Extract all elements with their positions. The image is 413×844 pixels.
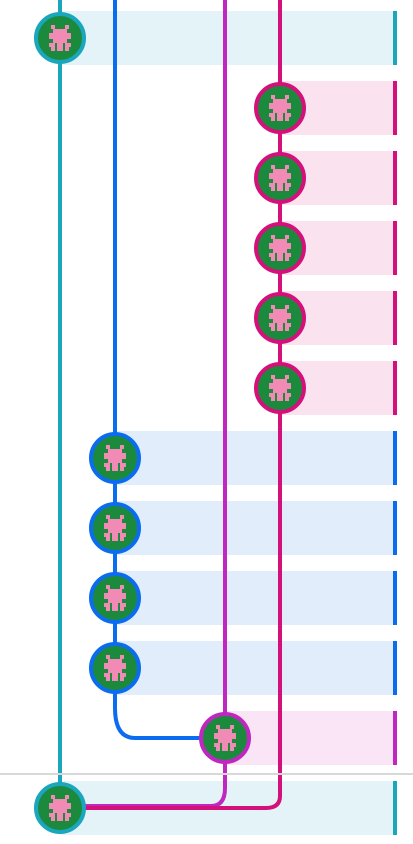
commit-row-accent	[393, 641, 397, 695]
commit-row-highlight[interactable]	[115, 431, 395, 485]
commit-row-accent	[393, 361, 397, 415]
commit-row-highlight[interactable]	[60, 11, 395, 65]
branch-line-magenta	[58, 0, 282, 810]
commit-avatar[interactable]	[89, 432, 141, 484]
commit-avatar[interactable]	[89, 572, 141, 624]
commit-row-accent	[393, 291, 397, 345]
commit-row-accent	[393, 571, 397, 625]
commit-avatar[interactable]	[254, 362, 306, 414]
commit-avatar[interactable]	[89, 642, 141, 694]
commit-row-highlight[interactable]	[115, 501, 395, 555]
commit-row-accent	[393, 221, 397, 275]
commit-avatar[interactable]	[254, 222, 306, 274]
commit-row-highlight[interactable]	[115, 641, 395, 695]
commit-row-highlight[interactable]	[115, 571, 395, 625]
commit-row-accent	[393, 81, 397, 135]
row-separator	[0, 773, 413, 775]
commit-row-accent	[393, 431, 397, 485]
commit-avatar[interactable]	[199, 712, 251, 764]
commit-row-accent	[393, 711, 397, 765]
commit-row-accent	[393, 11, 397, 65]
commit-avatar[interactable]	[89, 502, 141, 554]
commit-row-accent	[393, 781, 397, 835]
commit-row-highlight[interactable]	[225, 711, 395, 765]
commit-avatar[interactable]	[34, 782, 86, 834]
commit-avatar[interactable]	[34, 12, 86, 64]
commit-row-accent	[393, 151, 397, 205]
commit-avatar[interactable]	[254, 152, 306, 204]
branch-line-blue	[113, 0, 227, 740]
commit-avatar[interactable]	[254, 292, 306, 344]
commit-row-accent	[393, 501, 397, 555]
commit-avatar[interactable]	[254, 82, 306, 134]
